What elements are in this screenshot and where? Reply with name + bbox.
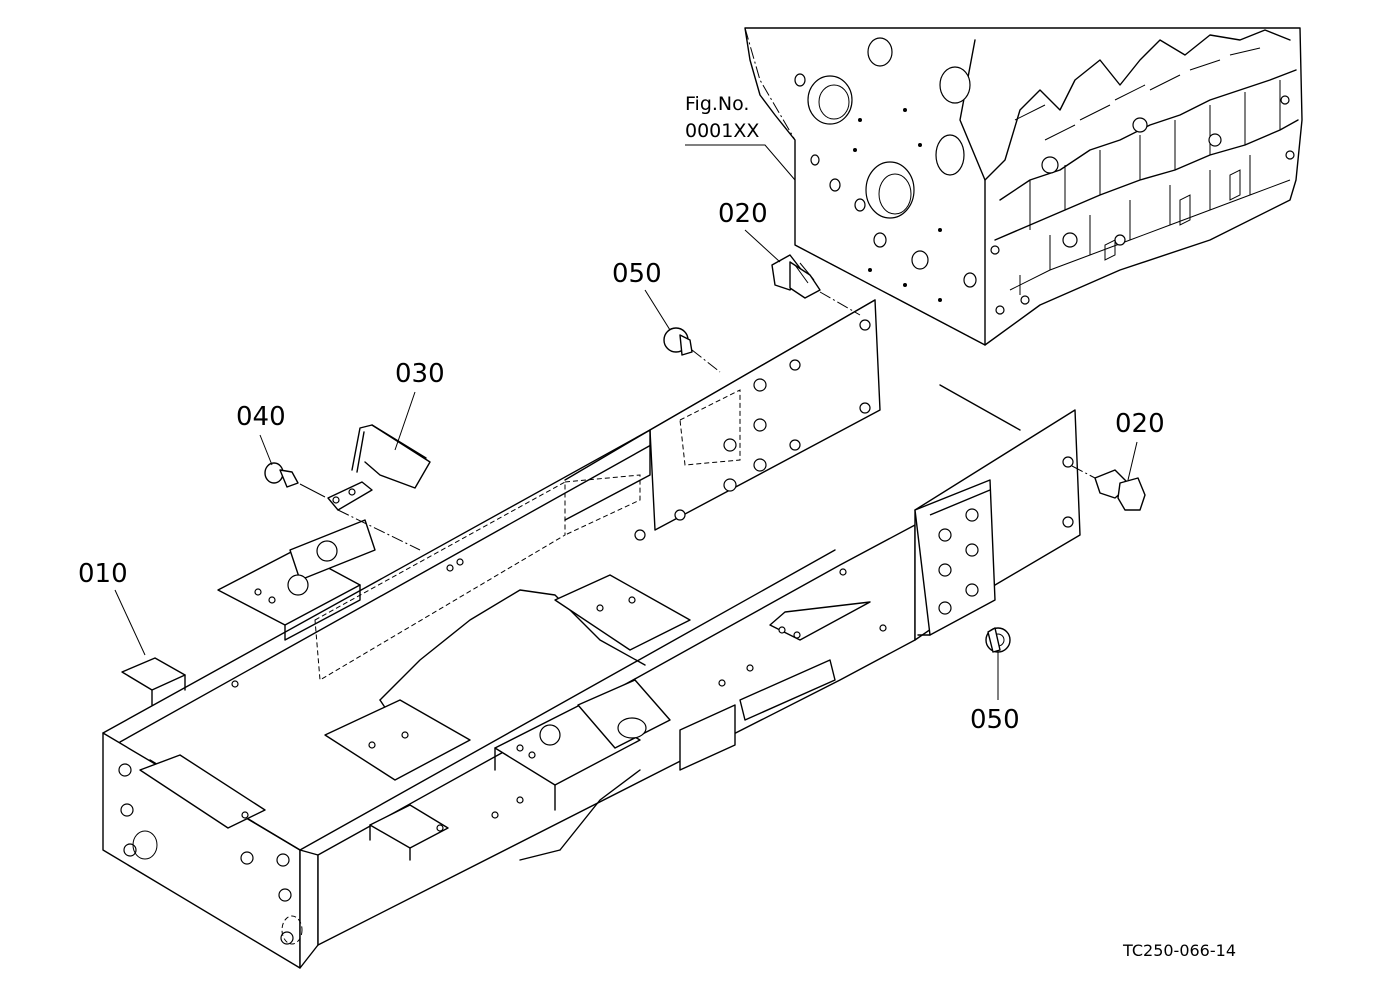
figure-ref-line1: Fig.No. xyxy=(685,93,749,115)
collar-050-top xyxy=(663,327,721,373)
callout-label-030: 030 xyxy=(395,359,445,389)
bolt-040 xyxy=(264,462,326,498)
frame-010 xyxy=(102,299,1081,969)
callout-label-040: 040 xyxy=(236,402,286,432)
bolt-020-top xyxy=(771,254,861,316)
callout-020-top: 020 xyxy=(718,199,781,263)
callout-label-050-bottom: 050 xyxy=(970,705,1020,735)
callout-label-050-top: 050 xyxy=(612,259,662,289)
callout-010: 010 xyxy=(78,559,146,656)
engine-block xyxy=(744,27,1303,346)
callout-label-020-top: 020 xyxy=(718,199,768,229)
figure-ref-number: 0001XX xyxy=(685,120,759,142)
callout-label-010: 010 xyxy=(78,559,128,589)
drawing-code: TC250-066-14 xyxy=(1122,941,1236,960)
callout-050-top: 050 xyxy=(612,259,671,331)
callout-020-right: 020 xyxy=(1115,409,1165,481)
callout-040: 040 xyxy=(236,402,286,466)
figure-reference: Fig.No. 0001XX xyxy=(685,93,796,181)
bolt-020-right xyxy=(1071,465,1146,511)
callout-label-020-right: 020 xyxy=(1115,409,1165,439)
bracket-030 xyxy=(327,424,431,551)
callout-030: 030 xyxy=(394,359,445,451)
collar-050-bottom xyxy=(985,627,1011,653)
callout-050-bottom: 050 xyxy=(970,652,1020,735)
